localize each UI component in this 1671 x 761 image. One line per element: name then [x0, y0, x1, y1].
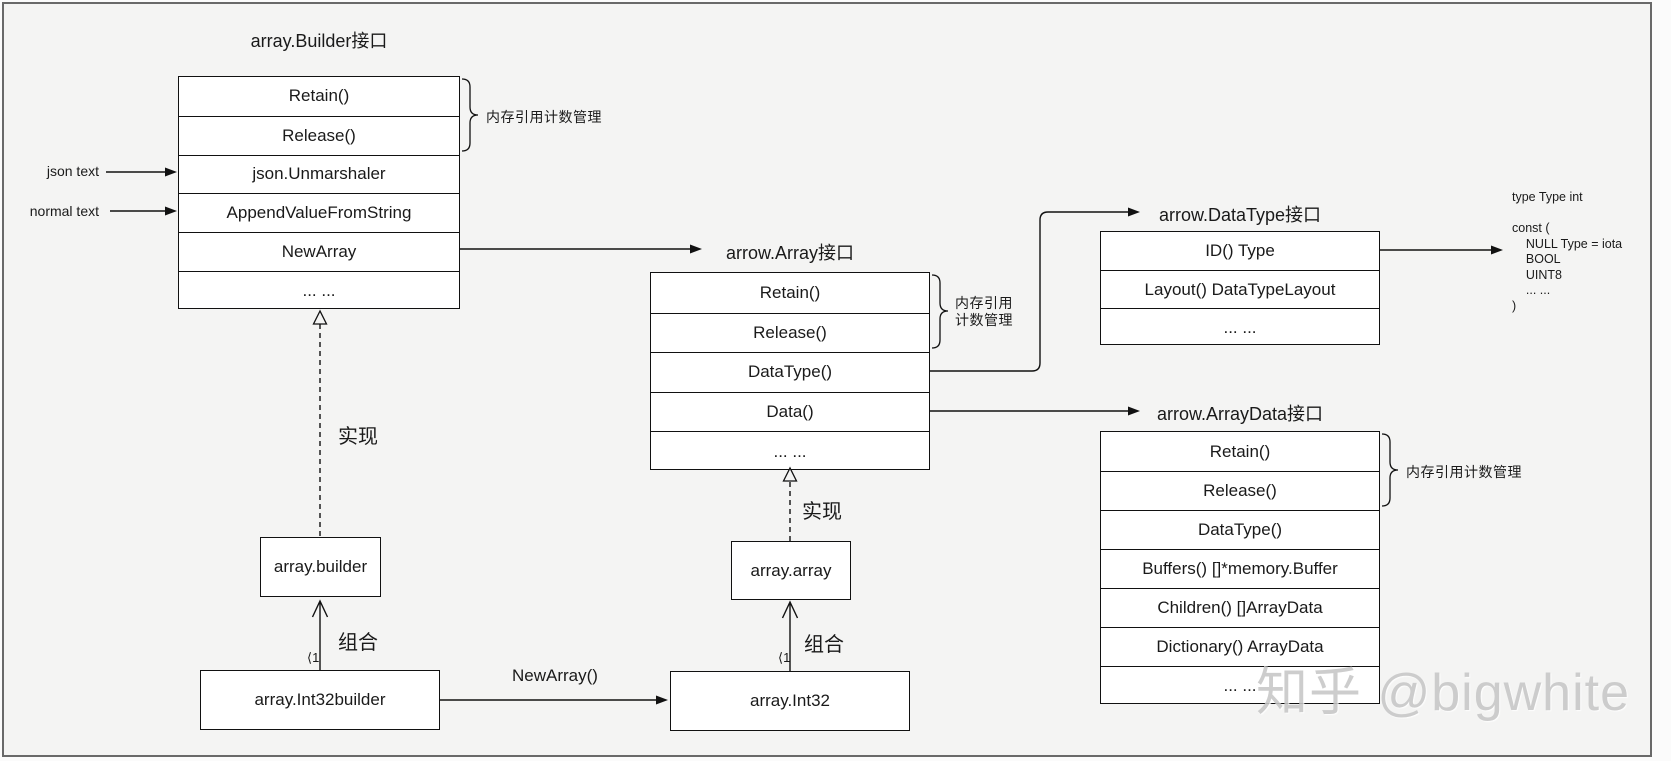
- watermark: 知乎 @bigwhite: [1256, 664, 1631, 722]
- array-interface-title: arrow.Array接口: [725, 243, 855, 263]
- datatype-method-row: ID() Type: [1205, 241, 1275, 260]
- builder-interface-title: array.Builder接口: [250, 31, 388, 51]
- compose-left-label: 组合: [338, 632, 378, 654]
- builder-method-row: Release(): [179, 115, 459, 155]
- builder-method-row: Retain(): [288, 86, 350, 106]
- array-method-row: Release(): [651, 312, 929, 353]
- arraydata-interface-title: arrow.ArrayData接口: [1156, 404, 1324, 424]
- array-array-class-label: array.array: [750, 560, 832, 580]
- arraydata-method-row: DataType(): [1101, 510, 1379, 549]
- array-builder-class-box: array.builder: [260, 537, 381, 597]
- array-int32builder-class-box: array.Int32builder: [200, 670, 440, 730]
- array-interface-box: Retain() Release()DataType()Data()... ...: [650, 272, 930, 470]
- array-int32-class-box: array.Int32: [670, 671, 910, 731]
- json-text-label: json text: [46, 163, 99, 179]
- array-brace-label: 内存引用 计数管理: [955, 295, 1013, 328]
- array-method-row: ... ...: [651, 431, 929, 471]
- array-int32builder-class-label: array.Int32builder: [254, 690, 386, 709]
- type-const-code-note: type Type int const ( NULL Type = iota B…: [1512, 190, 1623, 313]
- array-array-class-box: array.array: [731, 541, 851, 600]
- newarray-call-label: NewArray(): [512, 666, 598, 685]
- builder-method-row: ... ...: [179, 270, 459, 310]
- datatype-method-row: ... ...: [1101, 308, 1379, 346]
- array-method-row: Data(): [651, 391, 929, 432]
- arraydata-method-row: Buffers() []*memory.Buffer: [1101, 549, 1379, 588]
- array-method-row: Retain(): [759, 282, 821, 302]
- builder-method-row: AppendValueFromString: [179, 193, 459, 232]
- datatype-interface-title: arrow.DataType接口: [1158, 205, 1322, 225]
- array-method-row: DataType(): [651, 352, 929, 392]
- arraydata-brace-label: 内存引用计数管理: [1406, 464, 1522, 480]
- compose-right-label: 组合: [804, 634, 844, 656]
- arraydata-method-row: Retain(): [1209, 441, 1271, 461]
- arraydata-method-row: Dictionary() ArrayData: [1101, 627, 1379, 666]
- arraydata-method-row: Children() []ArrayData: [1101, 588, 1379, 627]
- multiplicity-right-label: ⟨1: [778, 650, 791, 665]
- array-builder-class-label: array.builder: [273, 557, 368, 576]
- normal-text-label: normal text: [29, 203, 99, 219]
- builder-method-row: NewArray: [179, 232, 459, 271]
- builder-brace-label: 内存引用计数管理: [486, 109, 602, 125]
- arraydata-interface-box: Retain() Release()DataType()Buffers() []*…: [1100, 431, 1380, 704]
- builder-method-row: json.Unmarshaler: [179, 154, 459, 194]
- arraydata-method-row: Release(): [1101, 471, 1379, 510]
- arraydata-method-row: ... ...: [1101, 666, 1379, 705]
- realize-right-label: 实现: [802, 501, 842, 523]
- datatype-method-row: Layout() DataTypeLayout: [1101, 270, 1379, 308]
- realize-left-label: 实现: [338, 426, 378, 448]
- multiplicity-left-label: ⟨1: [307, 650, 320, 665]
- array-int32-class-label: array.Int32: [749, 691, 830, 710]
